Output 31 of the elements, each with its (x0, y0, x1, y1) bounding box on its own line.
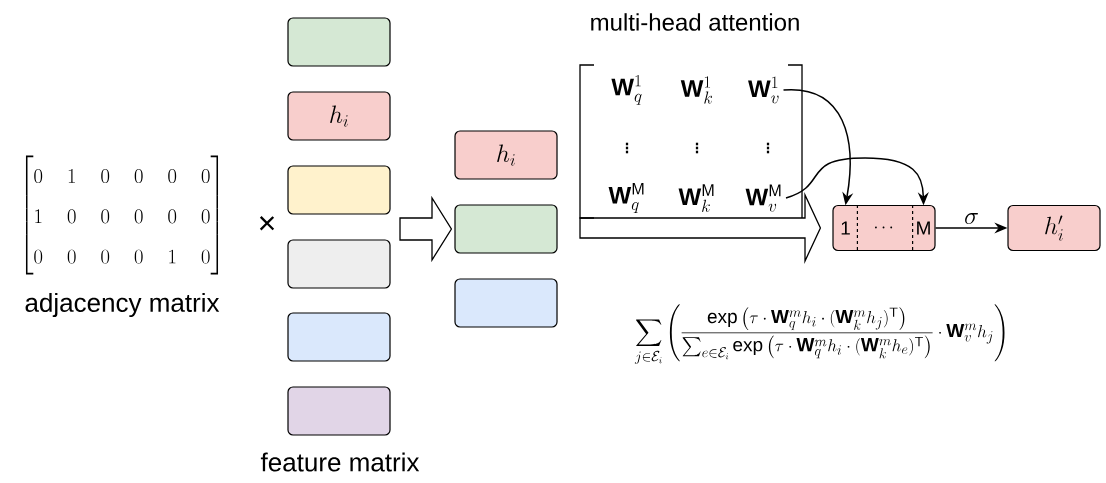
matrix-entry: $\mathbf{W}_q^1$ (611, 74, 642, 105)
feature-box (287, 386, 391, 436)
vertical-dots: $\vdots$ (625, 142, 629, 154)
heading: multi-head attention (591, 13, 799, 31)
feature-box (287, 165, 391, 215)
hollow-arrow (579, 192, 822, 264)
adjacency-matrix: $\begin{bmatrix}0&1&0&0&0&0\\1&0&0&0&0&0\\0&0&0&0&1&0\end{bmatrix}$ (25, 155, 218, 275)
matrix-entry: $\mathbf{W}_k^{\mathsf{M}}$ (678, 184, 714, 212)
feature-box: $h_i$ (454, 130, 558, 180)
matrix-entry: $\mathbf{W}_k^1$ (680, 76, 713, 104)
segment-label: $\cdots$ (875, 226, 893, 229)
feature-box (287, 239, 391, 289)
matrix-entry: $\mathbf{W}_v^1$ (748, 76, 779, 104)
segment-label: M (917, 221, 930, 235)
multiply-sign: × (259, 216, 275, 231)
feature-box (287, 17, 391, 67)
edge-label: $\sigma$ (963, 212, 980, 225)
caption: adjacency matrix (25, 292, 220, 318)
matrix-entry: $\mathbf{W}_q^{\mathsf{M}}$ (608, 182, 644, 214)
head-box (832, 204, 936, 252)
feature-box: $h_i$ (287, 91, 391, 141)
vertical-dots: $\vdots$ (695, 142, 699, 154)
formula: $\sum_{j\in\mathcal{E}_i}\left(\frac{\exp\left(\tau\cdot\mathbf{W}_q^m h_i\cdot(\mathbf{W}_k^m h_j)^{\mathsf{T}}\right)}{\sum_{e\in\mathcal{E}_i}\exp\left(\tau\cdot\mathbf{W}_q^m h_i\cdot(\mathbf{W}_k^m h_e)^{\mathsf{T}}\right)}\cdot\mathbf{W}_v^m h_j\right)$ (634, 304, 1005, 364)
output-box: $h_i'$ (1007, 204, 1101, 252)
feature-box (454, 204, 558, 254)
vertical-dots: $\vdots$ (766, 142, 770, 154)
matrix-entry: $\mathbf{W}_v^{\mathsf{M}}$ (745, 184, 781, 212)
feature-box (287, 312, 391, 362)
feature-box (454, 278, 558, 328)
segment-label: 1 (841, 221, 850, 235)
hollow-arrow (399, 195, 453, 263)
